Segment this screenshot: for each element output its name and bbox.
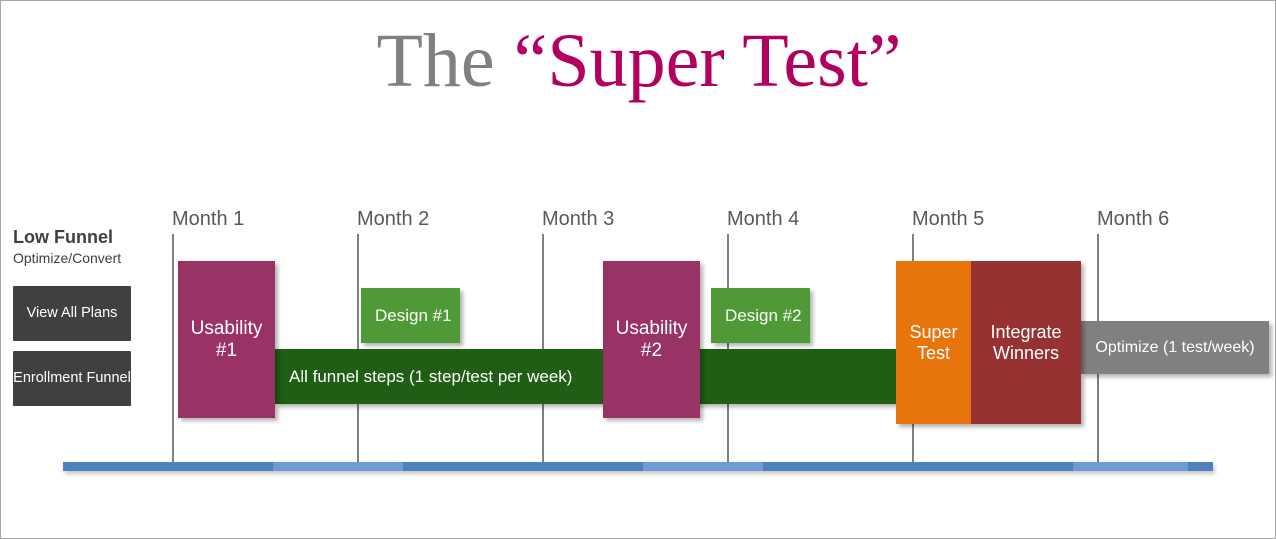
month-label-6: Month 6 xyxy=(1097,208,1170,230)
task-design-2[interactable]: Design #2 xyxy=(711,288,810,343)
page-title: The “Super Test” xyxy=(1,23,1275,99)
funnel-subheading: Optimize/Convert xyxy=(13,249,122,266)
task-design-1[interactable]: Design #1 xyxy=(361,288,460,343)
month-label-4: Month 4 xyxy=(727,208,800,230)
title-plain-part: The xyxy=(376,19,514,103)
view-all-plans-button[interactable]: View All Plans xyxy=(13,286,131,341)
month-label-2: Month 2 xyxy=(357,208,430,230)
funnel-heading: Low Funnel xyxy=(13,227,113,247)
timeline-baseline xyxy=(63,462,1213,471)
left-panel: Low Funnel Optimize/Convert View All Pla… xyxy=(13,227,163,406)
enrollment-funnel-button[interactable]: Enrollment Funnel xyxy=(13,351,131,406)
task-optimize[interactable]: Optimize (1 test/week) xyxy=(1081,321,1269,374)
title-accent-part: “Super Test” xyxy=(513,19,902,103)
task-all-funnel-steps[interactable]: All funnel steps (1 step/test per week) xyxy=(275,349,896,404)
task-integrate-winners[interactable]: Integrate Winners xyxy=(971,261,1081,424)
month-label-1: Month 1 xyxy=(172,208,245,230)
month-label-3: Month 3 xyxy=(542,208,615,230)
baseline-segment-3 xyxy=(1073,462,1188,471)
task-usability-1[interactable]: Usability #1 xyxy=(178,261,275,418)
task-super-test[interactable]: Super Test xyxy=(896,261,971,424)
month-tick-1 xyxy=(172,234,174,464)
task-usability-2[interactable]: Usability #2 xyxy=(603,261,700,418)
baseline-segment-1 xyxy=(273,462,403,471)
month-label-5: Month 5 xyxy=(912,208,985,230)
baseline-segment-2 xyxy=(643,462,763,471)
